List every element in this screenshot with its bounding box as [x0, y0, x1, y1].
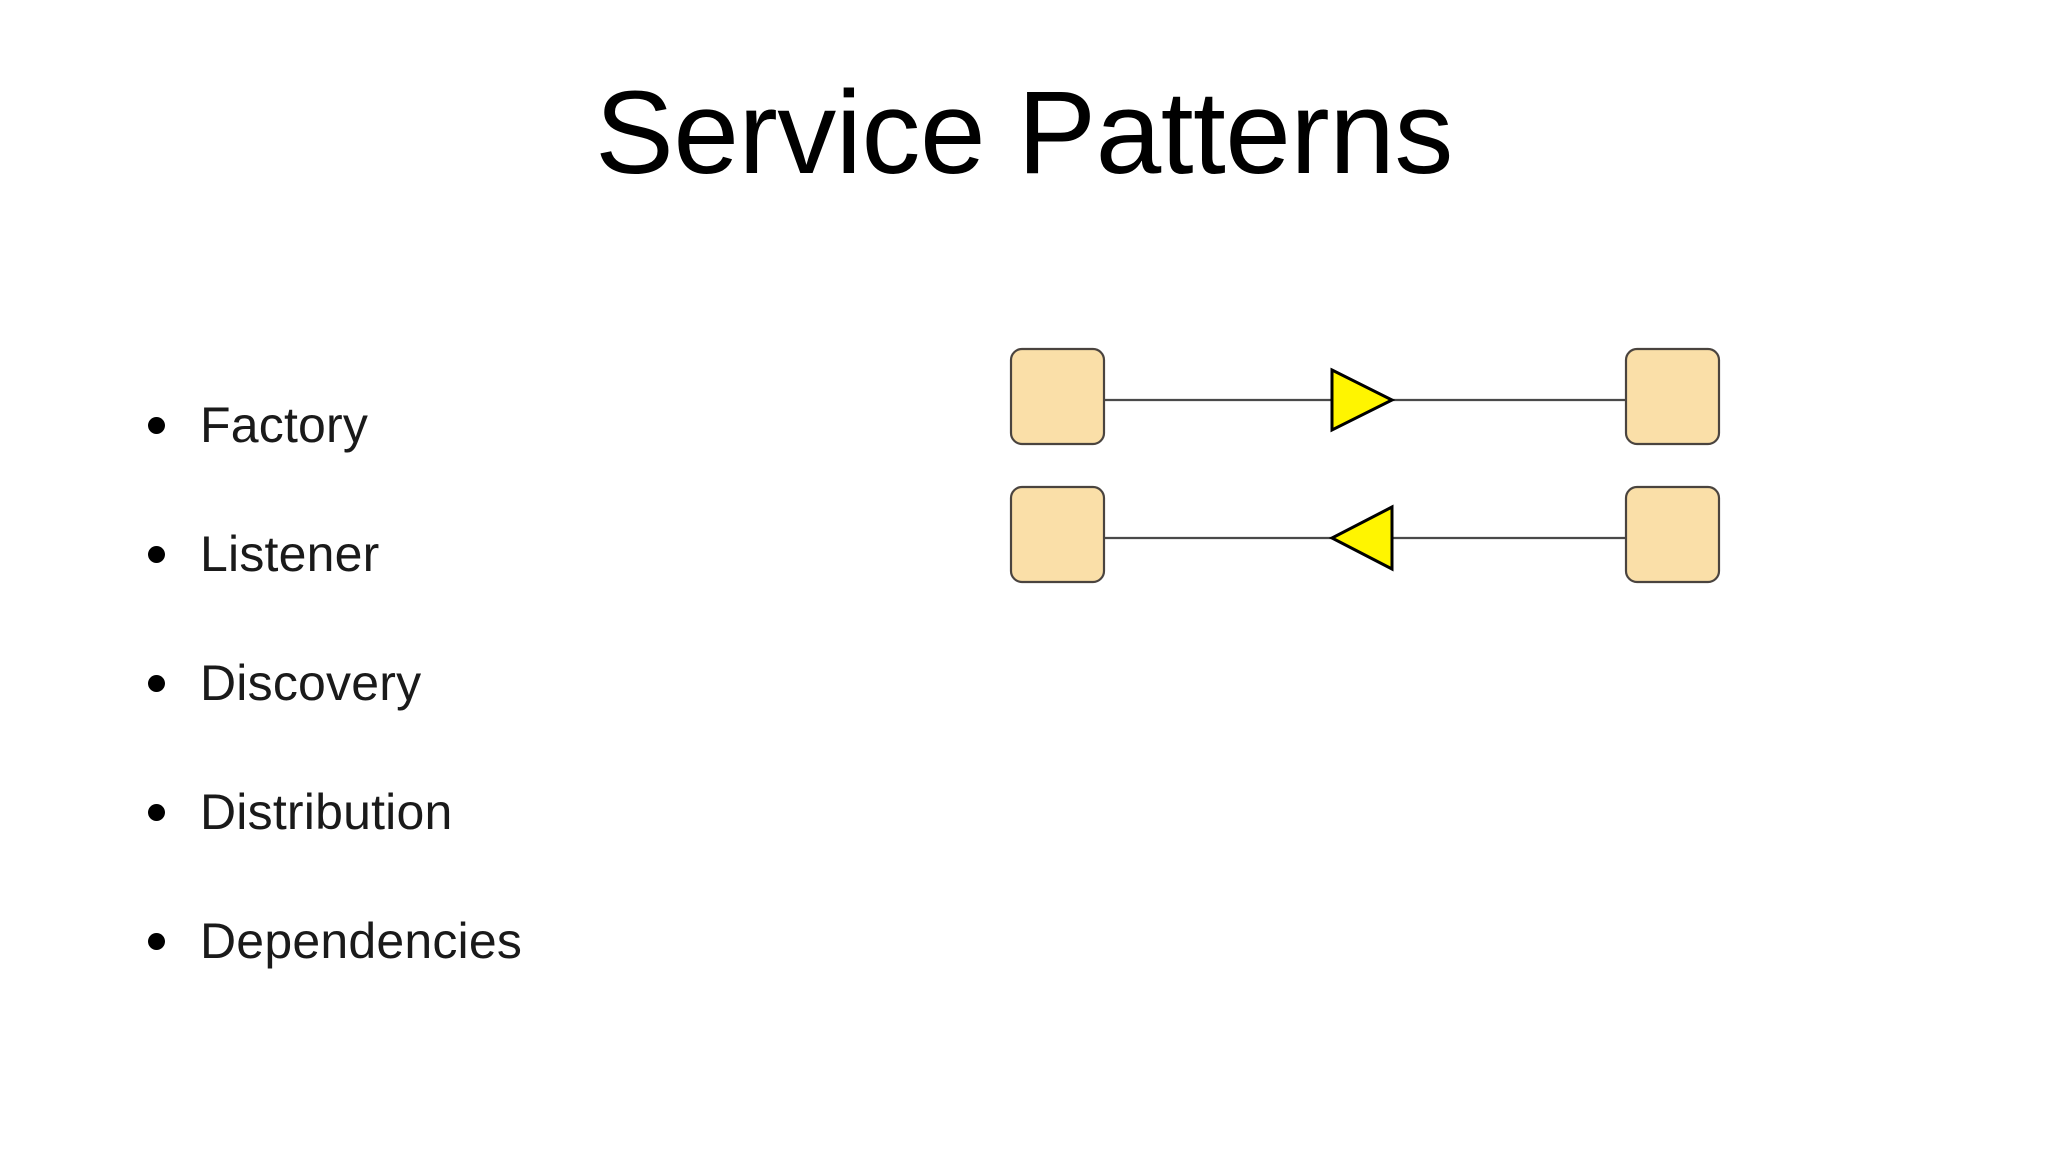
bullet-dot-icon	[148, 416, 165, 434]
list-item-factory[interactable]: Factory	[140, 360, 920, 489]
list-item-label: Dependencies	[200, 912, 523, 969]
bullet-dot-icon	[148, 932, 165, 950]
node-box-target[interactable]	[1624, 485, 1721, 584]
list-item-label: Factory	[200, 396, 369, 453]
diagram-row-request	[1009, 347, 1721, 446]
service-pattern-diagram	[1000, 330, 1760, 610]
list-item-distribution[interactable]: Distribution	[140, 747, 920, 876]
node-box-target[interactable]	[1624, 347, 1721, 446]
list-item-listener[interactable]: Listener	[140, 489, 920, 618]
list-item-label: Listener	[200, 525, 380, 582]
diagram-svg	[1009, 347, 1721, 584]
bullet-dot-icon	[148, 545, 165, 563]
list-item-label: Distribution	[200, 783, 453, 840]
list-item-discovery[interactable]: Discovery	[140, 618, 920, 747]
node-box-source[interactable]	[1009, 347, 1106, 446]
arrow-left-icon[interactable]	[1328, 504, 1394, 572]
arrow-right-icon[interactable]	[1330, 367, 1396, 433]
bullet-dot-icon	[148, 674, 165, 692]
list-item-dependencies[interactable]: Dependencies	[140, 876, 920, 1005]
pattern-bullet-list: Factory Listener Discovery Distribution …	[140, 360, 920, 1005]
diagram-row-response	[1009, 485, 1721, 584]
node-box-source[interactable]	[1009, 485, 1106, 584]
page-title: Service Patterns	[595, 67, 1453, 199]
list-item-label: Discovery	[200, 654, 422, 711]
bullet-dot-icon	[148, 803, 165, 821]
